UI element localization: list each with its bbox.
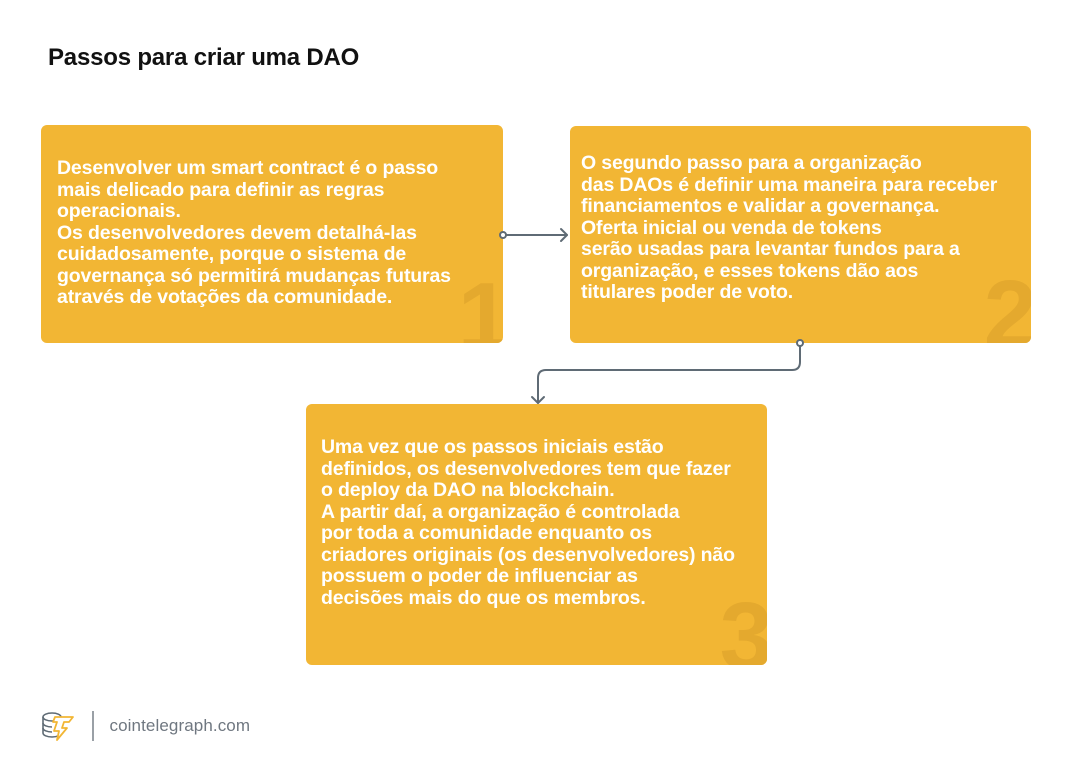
step-text-2: O segundo passo para a organização das D… xyxy=(581,152,998,303)
step-box-1: 1 Desenvolver um smart contract é o pass… xyxy=(41,125,503,343)
arrowhead-right-icon xyxy=(560,228,568,242)
connector-2-to-3 xyxy=(531,339,804,404)
page-title: Passos para criar uma DAO xyxy=(48,44,360,71)
step-box-3: 3 Uma vez que os passos iniciais estão d… xyxy=(306,404,767,665)
step-text-3: Uma vez que os passos iniciais estão def… xyxy=(321,436,735,609)
step-box-2: 2 O segundo passo para a organização das… xyxy=(570,126,1031,343)
arrowhead-down-icon xyxy=(531,396,545,404)
cointelegraph-logo-icon xyxy=(42,712,74,741)
step-number-3: 3 xyxy=(719,583,767,666)
step-number-2: 2 xyxy=(983,261,1031,344)
step-number-1: 1 xyxy=(457,263,503,344)
footer-site-link[interactable]: cointelegraph.com xyxy=(109,716,251,735)
footer: cointelegraph.com xyxy=(40,708,250,744)
step-text-1: Desenvolver um smart contract é o passo … xyxy=(57,157,451,308)
connector-1-to-2 xyxy=(499,228,568,242)
footer-divider xyxy=(92,711,94,741)
